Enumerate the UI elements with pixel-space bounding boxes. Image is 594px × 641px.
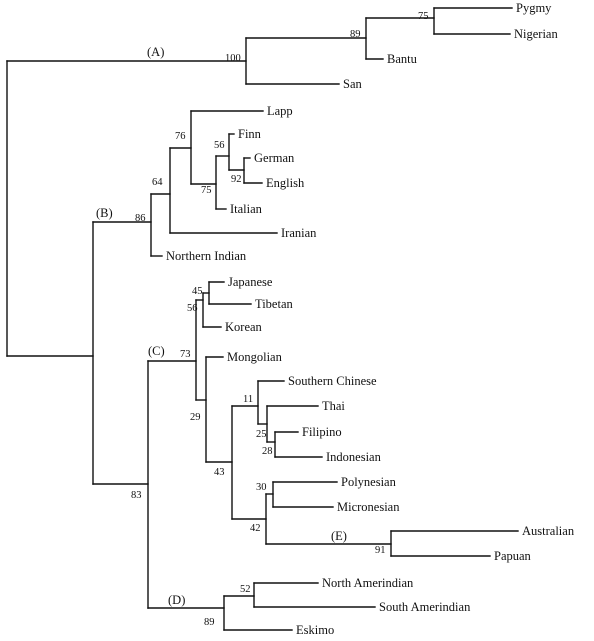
- label-mongolian: Mongolian: [227, 350, 283, 364]
- clade-labels: (A) (B) (C) (D) (E): [96, 45, 347, 607]
- label-south-amerindian: South Amerindian: [379, 600, 471, 614]
- bootstrap-amerindian: 52: [240, 584, 251, 595]
- label-micronesian: Micronesian: [337, 500, 400, 514]
- clade-label-c: (C): [148, 344, 165, 358]
- label-finn: Finn: [238, 127, 262, 141]
- label-thai: Thai: [322, 399, 345, 413]
- label-german: German: [254, 151, 295, 165]
- clade-label-b: (B): [96, 206, 113, 220]
- label-korean: Korean: [225, 320, 263, 334]
- bootstrap-pygmy-nigerian: 75: [418, 11, 429, 22]
- bootstrap-iranian-group: 64: [152, 177, 163, 188]
- label-english: English: [266, 176, 305, 190]
- bootstrap-lapp-group: 76: [175, 131, 186, 142]
- bootstrap-korean-group: 56: [187, 303, 198, 314]
- label-papuan: Papuan: [494, 549, 532, 563]
- bootstrap-values: 75 89 100 76 56 92 75 64 86 45 56 73 11 …: [131, 11, 429, 628]
- bootstrap-japanese-tibetan: 45: [192, 286, 203, 297]
- bootstrap-polynesian-micronesian: 30: [256, 482, 267, 493]
- label-san: San: [343, 77, 363, 91]
- clade-label-a: (A): [147, 45, 164, 59]
- label-japanese: Japanese: [228, 275, 273, 289]
- bootstrap-german-english: 92: [231, 174, 242, 185]
- label-australian: Australian: [522, 524, 575, 538]
- label-tibetan: Tibetan: [255, 297, 293, 311]
- label-polynesian: Polynesian: [341, 475, 397, 489]
- label-north-amerindian: North Amerindian: [322, 576, 414, 590]
- bootstrap-finn-group: 56: [214, 140, 225, 151]
- bootstrap-southern-chinese-group: 11: [243, 394, 253, 405]
- label-pygmy: Pygmy: [516, 1, 552, 15]
- clade-label-d: (D): [168, 593, 185, 607]
- bootstrap-italian-group: 75: [201, 185, 212, 196]
- bootstrap-filipino-indonesian: 28: [262, 446, 273, 457]
- label-nigerian: Nigerian: [514, 27, 558, 41]
- label-lapp: Lapp: [267, 104, 293, 118]
- bootstrap-african: 100: [225, 53, 241, 64]
- bootstrap-australian-papuan: 91: [375, 545, 386, 556]
- label-filipino: Filipino: [302, 425, 342, 439]
- bootstrap-european: 86: [135, 213, 146, 224]
- label-bantu: Bantu: [387, 52, 418, 66]
- bootstrap-eskimo-group: 89: [204, 617, 215, 628]
- label-iranian: Iranian: [281, 226, 317, 240]
- label-northern-indian: Northern Indian: [166, 249, 247, 263]
- label-indonesian: Indonesian: [326, 450, 382, 464]
- bootstrap-se-asian: 29: [190, 412, 201, 423]
- bootstrap-non-african: 83: [131, 490, 142, 501]
- taxon-labels: Pygmy Nigerian Bantu San Lapp Finn Germa…: [166, 1, 575, 637]
- bootstrap-mongolian-group: 73: [180, 349, 191, 360]
- tree-branches: [6, 7, 519, 631]
- bootstrap-bantu-group: 89: [350, 29, 361, 40]
- bootstrap-oceanian: 42: [250, 523, 261, 534]
- label-eskimo: Eskimo: [296, 623, 334, 637]
- clade-label-e: (E): [331, 529, 347, 543]
- bootstrap-asian-oceanian: 43: [214, 467, 225, 478]
- label-southern-chinese: Southern Chinese: [288, 374, 377, 388]
- label-italian: Italian: [230, 202, 263, 216]
- bootstrap-thai-group: 25: [256, 429, 267, 440]
